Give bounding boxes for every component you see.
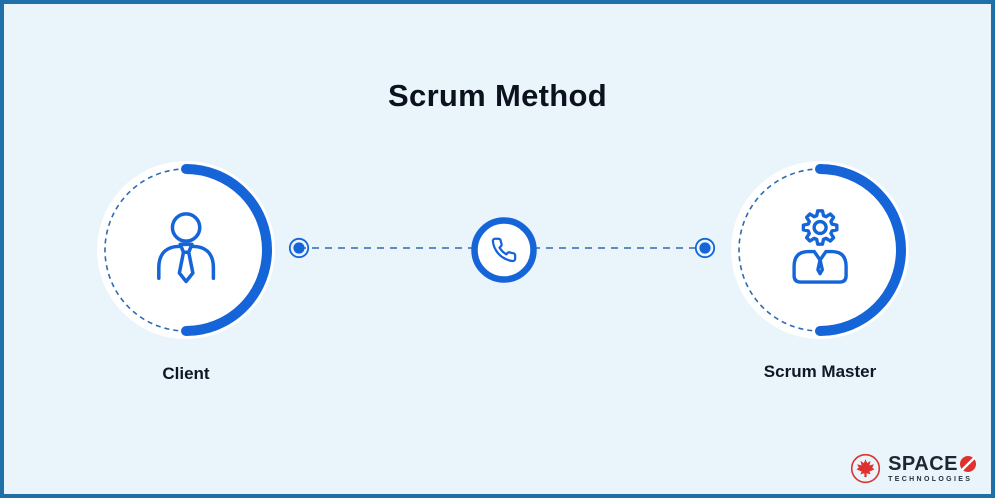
page-title: Scrum Method <box>388 78 607 113</box>
client-node <box>97 161 275 339</box>
connector-dot-left <box>288 237 310 259</box>
slashed-o-icon <box>960 456 976 472</box>
spaceo-logo: SPACE TECHNOLOGIES <box>850 453 977 484</box>
client-label: Client <box>162 364 210 383</box>
connector-dot-right <box>694 237 716 259</box>
logo-name-row: SPACE <box>888 454 977 474</box>
maple-leaf-icon <box>850 453 881 484</box>
logo-name: SPACE <box>888 453 958 475</box>
client-person-tie-icon <box>157 212 216 284</box>
scrum-master-gear-person-icon <box>792 209 848 284</box>
connector-dashed-line <box>288 237 716 259</box>
phone-icon <box>491 237 517 263</box>
logo-text-block: SPACE TECHNOLOGIES <box>888 454 977 483</box>
scrum-master-label: Scrum Master <box>763 362 877 381</box>
scrum-master-node <box>731 161 909 339</box>
phone-call-badge <box>471 217 537 283</box>
logo-subtitle: TECHNOLOGIES <box>888 476 973 483</box>
